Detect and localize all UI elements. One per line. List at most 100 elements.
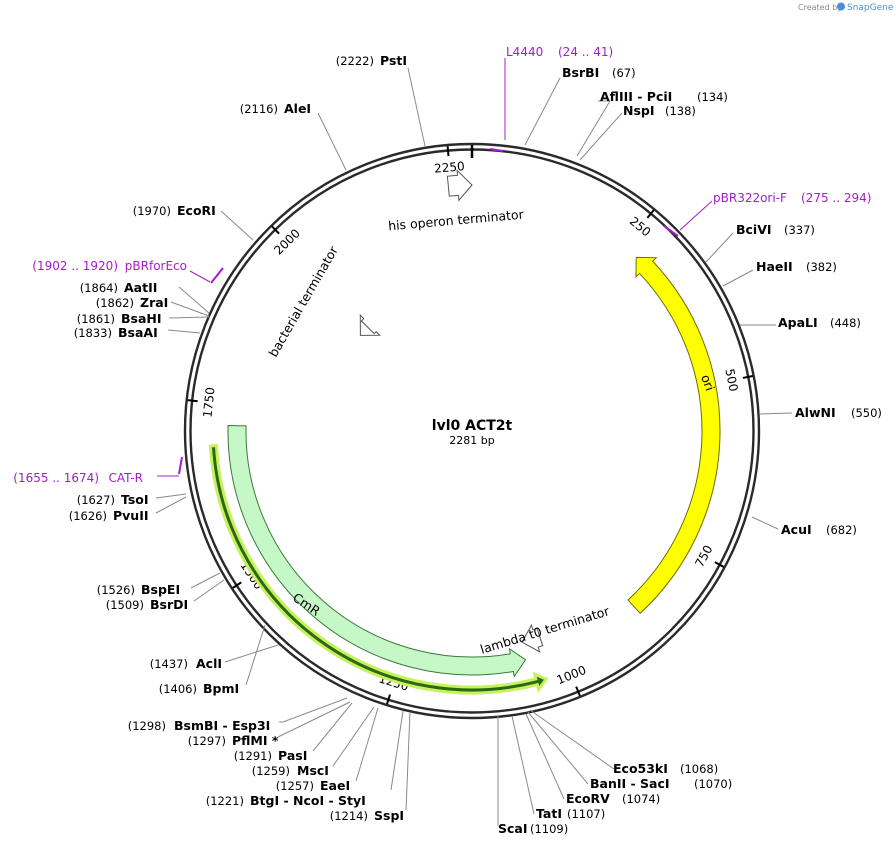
enzyme-pos-acui: (682) [826, 523, 857, 537]
enzyme-name-acli: AclI [196, 656, 222, 671]
leader-tsoi [155, 493, 187, 499]
enzyme-pos-alwni: (550) [851, 406, 882, 420]
enzyme-pos-nspi: (138) [665, 104, 696, 118]
primer-range-cat-r: (1655 .. 1674) [13, 471, 99, 485]
enzyme-pvuii: PvuII(1626) [69, 508, 149, 523]
enzyme-name-eco53ki: Eco53kI [613, 761, 668, 776]
enzyme-pasi: PasI(1291) [234, 748, 308, 763]
enzyme-name-eaei: EaeI [320, 778, 350, 793]
enzyme-pos-zrai: (1862) [96, 296, 134, 310]
enzyme-nspi: NspI (138) [623, 103, 696, 118]
enzyme-aatii: AatII(1864) [80, 280, 158, 295]
tick-1500 [232, 581, 242, 589]
enzyme-pos-afliii-pcii: (134) [697, 90, 728, 104]
leader-ecorv [525, 713, 565, 800]
enzyme-name-afliii-pcii: AflIII - PciI [600, 89, 672, 104]
enzyme-pflmi: PflMI *(1297) [188, 733, 279, 748]
enzyme-ecori: EcoRI(1970) [133, 203, 216, 218]
primer-mark-cat-r [178, 456, 183, 475]
enzyme-pos-bpmi: (1406) [159, 682, 197, 696]
leader-aatii [178, 286, 210, 314]
enzyme-name-ecorv: EcoRV [566, 791, 610, 806]
primer-leader-pbrforeco [189, 270, 211, 283]
leader-bsrdi [193, 579, 225, 602]
primer-name-l4440: L4440 [506, 45, 543, 59]
enzyme-bcivi: BciVI(337) [736, 222, 815, 237]
plasmid-name: lvl0 ACT2t [432, 418, 513, 434]
enzyme-name-msci: MscI [297, 763, 329, 778]
primer-mark-l4440 [489, 148, 504, 152]
enzyme-name-nspi: NspI [623, 103, 655, 118]
enzyme-bsrbi: BsrBI(67) [562, 65, 636, 80]
enzyme-name-haeii: HaeII [756, 259, 793, 274]
primer-pbr322ori-f: pBR322ori-F(275 .. 294) [713, 191, 871, 205]
enzyme-acli: AclI (1437) [150, 656, 222, 671]
tick-1250 [386, 694, 391, 705]
orf-arrow-0 [208, 444, 549, 695]
tick-2250 [446, 145, 450, 157]
enzyme-name-aatii: AatII [124, 280, 157, 295]
enzyme-pos-btgi-ncoi-styi: (1221) [206, 794, 244, 808]
enzyme-pos-pasi: (1291) [234, 749, 272, 763]
leader-eco53ki [529, 709, 615, 770]
feature-label-his-operon-terminator: his operon terminator [388, 207, 526, 234]
backbone-outer-strand [183, 142, 761, 720]
enzyme-name-bcivi: BciVI [736, 222, 772, 237]
enzyme-eaei: EaeI (1257) [276, 778, 350, 793]
primer-name-pbrforeco: pBRforEco [125, 259, 187, 273]
leader-alwni [758, 412, 793, 415]
enzyme-pos-scai: (1109) [530, 822, 568, 836]
feature-arrow-bacterial-terminator [359, 313, 381, 336]
enzyme-name-bspei: BspEI [141, 582, 180, 597]
enzyme-tsoi: TsoI (1627) [77, 492, 149, 507]
primer-cat-r: CAT-R (1655 .. 1674) [13, 471, 143, 485]
leader-alei [317, 112, 347, 171]
enzyme-pos-eaei: (1257) [276, 779, 314, 793]
leader-bcivi [705, 232, 734, 263]
enzyme-pos-psti: (2222) [336, 54, 374, 68]
leader-acui [751, 516, 779, 530]
enzyme-name-tsoi: TsoI [121, 492, 149, 507]
enzyme-name-scai: ScaI [498, 821, 528, 836]
enzyme-name-pvuii: PvuII [113, 508, 149, 523]
tick-750 [714, 561, 725, 568]
primer-l4440: L4440(24 .. 41) [506, 45, 613, 59]
enzyme-bspei: BspEI(1526) [97, 582, 180, 597]
snapgene-logo-icon [837, 2, 845, 11]
enzyme-name-banii-saci: BanII - SacI [590, 776, 670, 791]
primer-range-pbr322ori-f: (275 .. 294) [801, 191, 871, 205]
enzyme-name-alwni: AlwNI [795, 405, 836, 420]
primer-mark-pbr322ori-f [663, 225, 679, 237]
enzyme-bpmi: BpmI(1406) [159, 681, 239, 696]
feature-arrow-ori [627, 256, 721, 614]
enzyme-name-tati: TatI [536, 806, 562, 821]
tick-500 [742, 375, 753, 379]
feature-arrow-lambda-t0-terminator [521, 623, 544, 653]
enzyme-pos-acli: (1437) [150, 657, 188, 671]
enzyme-tati: TatI (1107) [536, 806, 605, 821]
leader-sspi [405, 711, 411, 811]
enzyme-pos-haeii: (382) [806, 260, 837, 274]
leader-zrai [170, 301, 210, 317]
primer-name-cat-r: CAT-R [108, 471, 143, 485]
primer-range-pbrforeco: (1902 .. 1920) [32, 259, 118, 273]
enzyme-pos-msci: (1259) [252, 764, 290, 778]
feature-arrow-cmr [227, 424, 527, 678]
leader-bsaai [167, 329, 201, 334]
leader-bsahi [168, 316, 210, 319]
leader-bsmbi-esp3i [279, 697, 348, 723]
leader-pflmi [277, 701, 351, 738]
enzyme-pos-tsoi: (1627) [77, 493, 115, 507]
brand-text: SnapGene [847, 3, 894, 13]
enzyme-bsaai: BsaAI(1833) [74, 325, 158, 340]
leader-haeii [722, 269, 754, 287]
enzyme-pos-tati: (1107) [567, 807, 605, 821]
enzyme-name-ecori: EcoRI [177, 203, 216, 218]
feature-label-ori: ori [698, 373, 717, 393]
leader-banii-saci [527, 711, 589, 785]
enzyme-name-bsmbi-esp3i: BsmBI - Esp3I [174, 718, 270, 733]
features [208, 169, 721, 695]
enzyme-bsahi: BsaHI(1861) [77, 311, 162, 326]
enzyme-pos-sspi: (1214) [330, 809, 368, 823]
